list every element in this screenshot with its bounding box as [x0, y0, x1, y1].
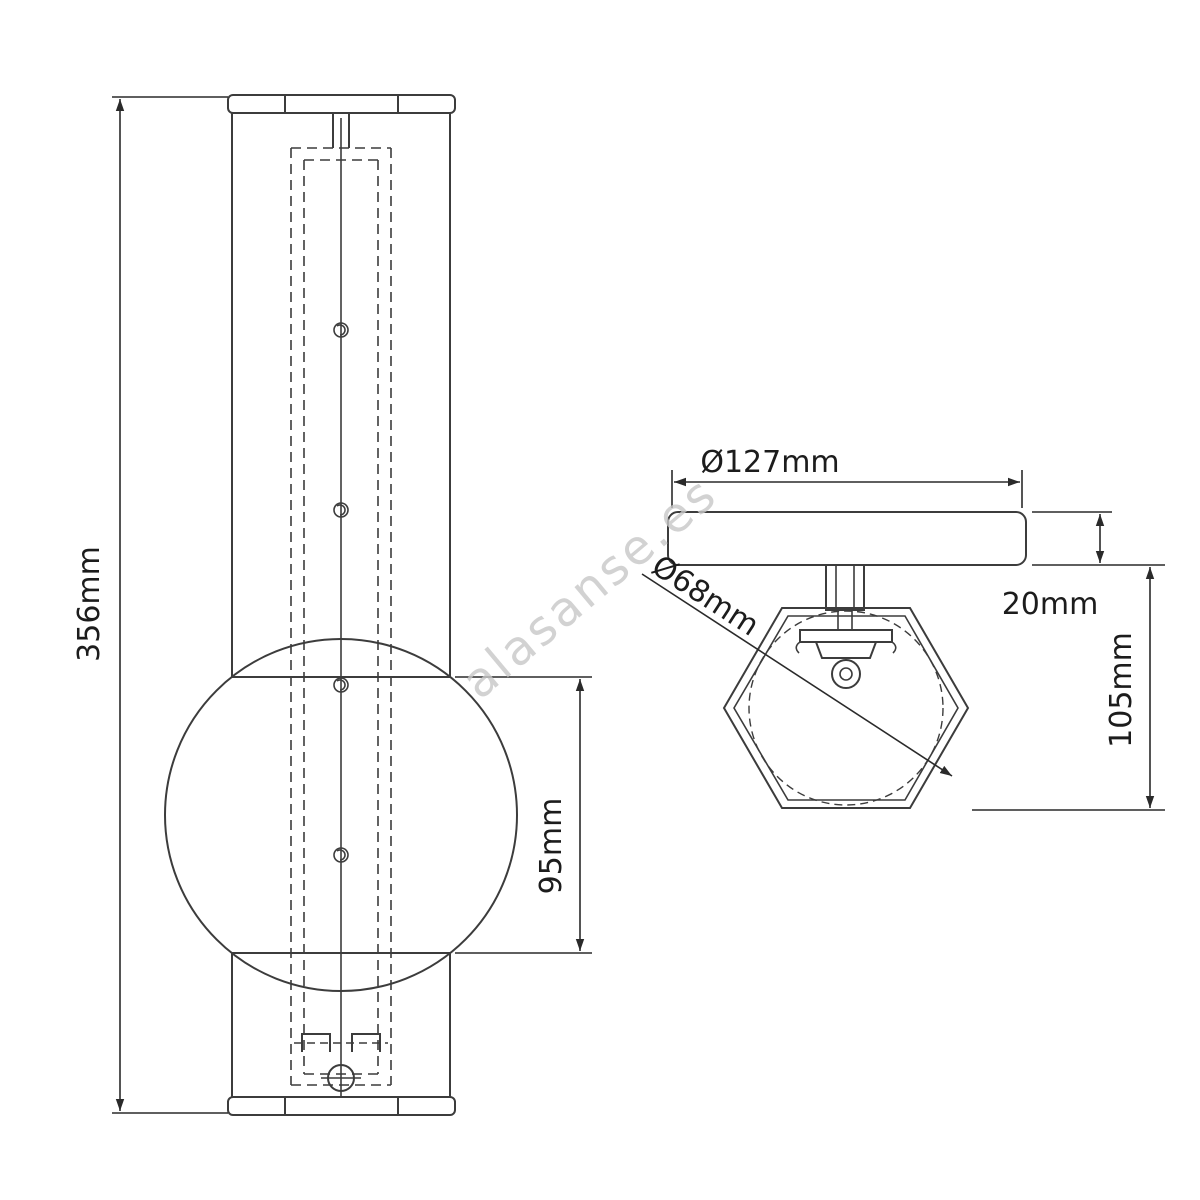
front-view	[164, 94, 518, 1116]
globe-diameter-leader: Ø68mm	[641, 549, 953, 777]
top-view	[667, 511, 1027, 809]
plate-diameter-dimension: Ø127mm	[671, 445, 1023, 508]
cable-clip	[333, 847, 349, 863]
dim-label-globe-height: 95mm	[534, 798, 569, 895]
globe-height-dimension: 95mm	[455, 676, 592, 954]
front-view-dimensions: 356mm 95mm	[72, 96, 592, 1114]
bottom-cap	[227, 1096, 456, 1116]
dim-label-overall-height: 356mm	[72, 546, 107, 662]
cable-clip	[333, 322, 349, 338]
ceiling-plate-outline	[667, 511, 1027, 566]
dim-label-plate-thickness: 20mm	[1002, 587, 1099, 622]
depth-dimension: 105mm	[972, 567, 1165, 811]
plate-thickness-dimension: 20mm	[1002, 511, 1165, 622]
stem-neck	[825, 564, 865, 611]
hidden-globe-circle	[748, 610, 944, 806]
dim-label-plate-diameter: Ø127mm	[700, 445, 839, 480]
center-stem	[332, 113, 350, 1058]
hidden-inner-tube	[290, 147, 392, 1086]
hexagonal-shade	[722, 607, 970, 809]
cable-clip	[333, 502, 349, 518]
lamp-holder-detail	[294, 1033, 388, 1098]
top-cap	[227, 94, 456, 114]
cable-clip	[333, 677, 349, 693]
dim-label-depth: 105mm	[1104, 632, 1139, 748]
dim-label-globe-diameter: Ø68mm	[645, 549, 765, 644]
overall-height-dimension: 356mm	[72, 96, 228, 1114]
inner-bracket-detail	[795, 610, 897, 689]
